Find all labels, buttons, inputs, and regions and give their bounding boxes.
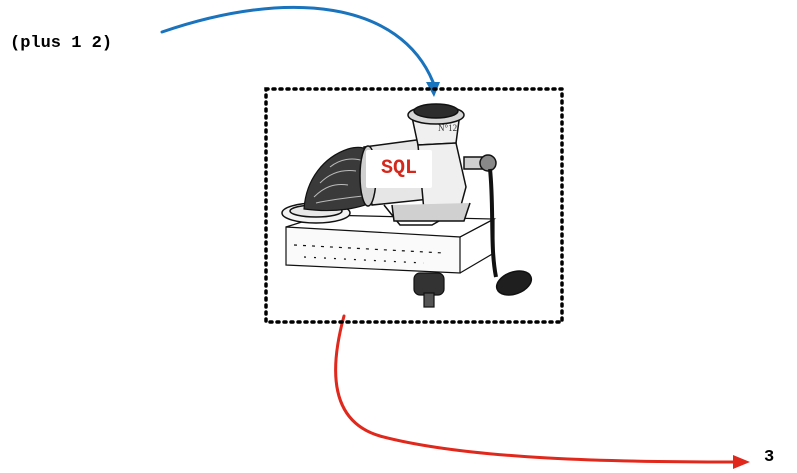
- processor-box: N°12: [264, 87, 564, 324]
- svg-text:N°12: N°12: [438, 123, 457, 133]
- input-expression: (plus 1 2): [10, 34, 113, 53]
- sql-label: SQL: [366, 150, 432, 188]
- grinder-illustration: N°12: [264, 87, 564, 324]
- input-arrow: [160, 5, 435, 84]
- output-value: 3: [764, 448, 775, 467]
- output-arrowhead: [733, 455, 750, 469]
- output-arrow: [334, 314, 737, 464]
